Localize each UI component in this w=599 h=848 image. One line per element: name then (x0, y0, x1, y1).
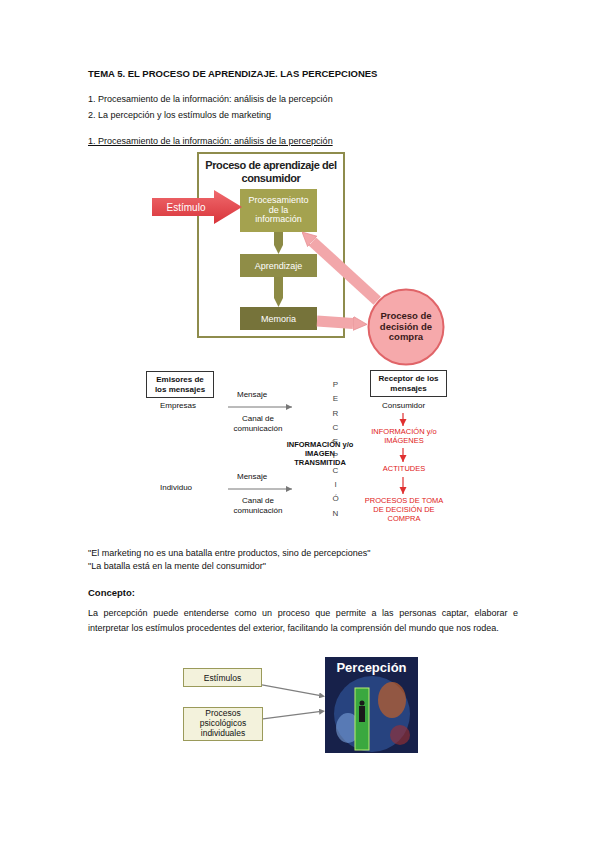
node-text: Estímulo (167, 202, 206, 213)
concept-heading: Concepto: (88, 587, 135, 598)
receiver-box: Receptor de los mensajes (370, 370, 447, 397)
green-door (355, 688, 369, 750)
connector-arrow (274, 232, 283, 245)
process-frame: Proceso de aprendizaje del consumidorPro… (197, 152, 345, 338)
perception-image: Percepción (325, 657, 418, 753)
message-label: Mensaje (237, 472, 267, 482)
node-text: Proceso de aprendizaje del consumidor (200, 159, 342, 184)
paragraph: La percepción puede entenderse como un p… (88, 606, 518, 636)
sender-label: Individuo (160, 483, 192, 493)
circle-outline (369, 290, 444, 365)
input-box: Procesos psicológicos individuales (183, 707, 263, 741)
figure (359, 706, 365, 722)
process-box: Aprendizaje (240, 254, 317, 277)
flow-arrow (402, 477, 403, 494)
receiver-step: INFORMACIÓN y/o IMÁGENES (364, 427, 444, 445)
node-text: Estímulos (204, 673, 241, 683)
input-box: Estímulos (183, 668, 262, 687)
message-arrow (228, 407, 292, 408)
node-text: Receptor de los mensajes (377, 374, 440, 392)
section-heading: 1. Procesamiento de la información: anál… (88, 136, 333, 147)
section-list-item: 2. La percepción y los estímulos de mark… (88, 110, 271, 121)
illustration-bg (325, 657, 418, 753)
flow-arrow (402, 413, 403, 426)
section-list-item: 1. Procesamiento de la información: anál… (88, 94, 333, 105)
transmitted-info: INFORMACIÓN y/o IMAGEN TRANSMITIDA (286, 440, 354, 467)
arrow-outline (152, 190, 242, 224)
stimulus-arrow: Estímulo (152, 190, 242, 224)
flow-arrow (402, 448, 403, 462)
connector-arrow (312, 241, 377, 300)
connector-arrow (274, 277, 283, 298)
receiver-step: ACTITUDES (364, 464, 444, 473)
connector-arrow (263, 712, 319, 719)
quote: "El marketing no es una batalla entre pr… (88, 548, 371, 559)
figure (360, 701, 365, 706)
brain-swirl (378, 682, 406, 718)
message-label: Mensaje (237, 390, 267, 400)
connector-arrow (262, 685, 319, 696)
node-text: Procesamiento de la información (246, 196, 311, 226)
sender-label: Empresas (160, 401, 196, 411)
process-box: Memoria (240, 307, 317, 330)
node-text: Emisores de los mensajes (150, 375, 210, 393)
node-text: Aprendizaje (255, 261, 303, 271)
node-text: Procesos psicológicos individuales (188, 709, 258, 738)
node-text: Proceso de decisión de compra (379, 311, 433, 342)
decision-circle: Proceso de decisión de compra (367, 288, 445, 366)
perception-illustration (325, 657, 418, 753)
channel-label: Canal de comunicación (230, 414, 286, 433)
brain-swirl (390, 725, 410, 745)
node-text: Memoria (261, 314, 296, 324)
receiver-step: PROCESOS DE TOMA DE DECISIÓN DE COMPRA (362, 496, 446, 523)
head-shape (334, 676, 410, 752)
quote: "La batalla está en la mente del consumi… (88, 561, 266, 572)
sender-box: Emisores de los mensajes (146, 371, 214, 398)
perception-vertical: PERCEPCIÓN (331, 380, 339, 523)
node-text: Percepción (336, 660, 406, 675)
channel-label: Canal de comunicación (230, 496, 286, 515)
process-box: Procesamiento de la información (240, 189, 317, 232)
receiver-label: Consumidor (382, 401, 425, 411)
connector-arrow (317, 321, 353, 323)
message-arrow (228, 489, 292, 490)
page-title: TEMA 5. EL PROCESO DE APRENDIZAJE. LAS P… (88, 68, 377, 79)
